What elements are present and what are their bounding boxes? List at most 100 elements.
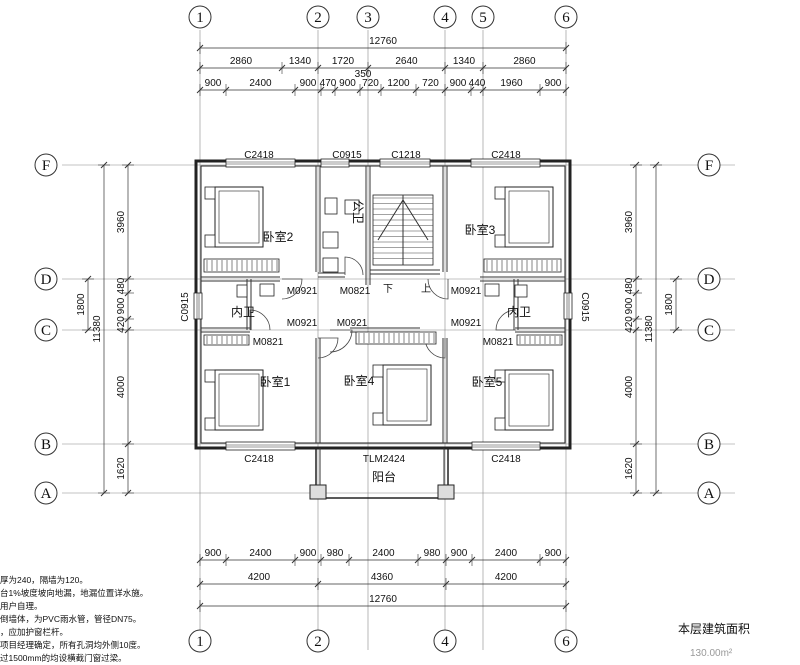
axis-bubble [188,5,212,29]
bed-bed1-mattress [218,373,260,427]
dimension-label: 3960 [116,210,127,233]
dimension-label: 2400 [249,78,272,89]
window-left-wc [193,292,203,320]
dimension-label: 2640 [395,56,418,67]
bed-bed5-nightstand [494,417,506,431]
door-swing-bed1 [317,337,339,359]
stair-arrow [377,199,429,241]
dimension-label: 4000 [624,375,635,398]
bed-bed1 [214,369,264,431]
axis-bubble [188,629,212,653]
note-line: ，应加护窗栏杆。 [0,627,69,637]
door-label: M0921 [451,286,482,297]
room-label: 内卫 [231,305,255,319]
door-label: M0821 [253,337,284,348]
axis-bubble [34,432,58,456]
axis-bubble-label: 1 [196,634,204,650]
toilet-public [324,197,338,215]
dimension-label: 4360 [371,572,394,583]
bed-bed4-mattress [386,368,428,422]
bed-bed3-mattress [508,190,550,244]
axis-bubble [697,267,721,291]
axis-bubble [433,629,457,653]
dimension-label: 980 [424,548,441,559]
design-notes: 厚为240，隔墙为120。 台1%坡度坡向地漏，地漏位置详水施。 用户自理。 倒… [0,574,200,665]
room-label: 卧室3 [465,222,496,237]
axis-bubble-label: 1 [196,10,204,26]
bed-bed5-mattress [508,373,550,427]
dimension-label: 2400 [249,548,272,559]
axis-bubble-label: 5 [479,10,487,26]
window-bottom-bed5 [471,441,541,451]
bed-bed5-nightstand [494,369,506,383]
axis-bubble-label: 3 [364,10,372,26]
axis-bubble [356,5,380,29]
window-label: C2418 [244,150,274,161]
axis-bubble-label: F [705,158,713,174]
axis-bubble-label: 2 [314,634,322,650]
basin-public [344,199,360,215]
bed-bed3-nightstand [494,234,506,248]
window-label: C2418 [244,454,274,465]
dimension-label: 2860 [230,56,253,67]
wardrobe-bed3 [483,258,562,273]
axis-bubble [433,5,457,29]
axis-bubble-label: C [41,323,51,339]
axis-bubble-label: 6 [562,10,570,26]
dimension-label: 900 [545,548,562,559]
dimension-label: 4000 [116,375,127,398]
axis-bubble [34,318,58,342]
bed-bed2-mattress [218,190,260,244]
bed-bed2 [214,186,264,248]
wardrobe-bed5 [516,334,563,346]
dimension-label: 12760 [369,36,397,47]
room-label: 卧室2 [263,229,294,244]
axis-bubble-label: C [704,323,714,339]
note-line: 过1500mm的均设横截门窗过梁。 [0,653,127,663]
wardrobe-bed2 [203,258,280,273]
dimension-label: 440 [469,78,486,89]
door-label: M0821 [340,286,371,297]
axis-bubble [34,267,58,291]
axis-bubble-label: 2 [314,10,322,26]
toilet-inner-left [236,284,248,298]
dimension-label: 900 [451,548,468,559]
note-line: 厚为240，隔墙为120。 [0,575,88,585]
window-top-bed3 [470,158,541,168]
dimension-label: 480 [624,277,635,294]
walls [193,158,573,500]
door-label: M0921 [287,286,318,297]
window-top-stair [379,158,431,168]
axis-bubble [697,318,721,342]
basin-inner-left [259,283,275,297]
door-swing-wc [344,256,364,276]
door-swing-bed4 [329,329,353,353]
window-top-wc [320,158,350,168]
dimension-label: 900 [545,78,562,89]
window-label: C0915 [579,292,590,322]
dimension-label: 1620 [624,457,635,480]
wardrobe-bed4 [355,331,437,345]
axis-bubble [471,5,495,29]
shower-public [322,231,339,249]
axis-bubble [306,629,330,653]
furniture [203,186,563,431]
dimension-label: 980 [327,548,344,559]
dimension-label: 720 [422,78,439,89]
axis-bubble [306,5,330,29]
note-line: 用户自理。 [0,601,43,611]
axis-lines [34,5,735,653]
bed-bed2-nightstand [204,234,216,248]
balcony-column-right [437,484,455,500]
axis-bubble-label: 4 [441,10,449,26]
bed-bed4-nightstand [372,364,384,378]
bed-bed3 [504,186,554,248]
window-label: C0915 [180,292,191,322]
stair-up-label: 上 [421,283,431,295]
door-label: M0921 [451,318,482,329]
dimension-label: 11380 [92,315,103,343]
room-label: 公卫 [351,200,365,224]
dimension-label: 480 [116,277,127,294]
dimension-label: 470 [320,78,337,89]
